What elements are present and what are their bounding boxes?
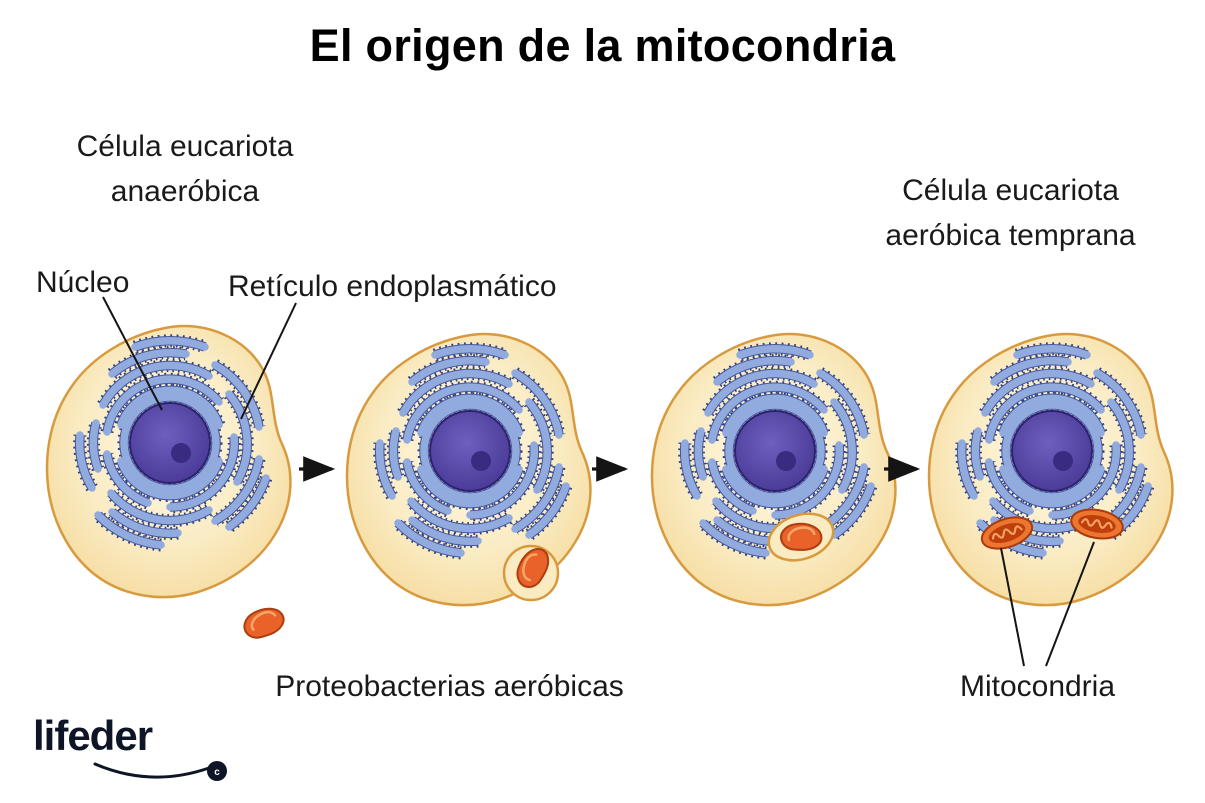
label-anaerobic-line1: Célula eucariota [76,130,294,163]
cell-stage-3 [652,334,895,605]
logo-badge-text: c [214,767,220,778]
label-anaerobic-line2: anaeróbica [110,175,260,208]
lifeder-logo: lifeder c [33,712,243,796]
cell-stage-2 [347,334,590,605]
callout-lines [102,296,1095,667]
diagram-title: El origen de la mitocondria [309,20,896,71]
label-proteobacteria: Proteobacterias aeróbicas [275,670,624,703]
label-anaerobic-cell: Célula eucariota anaeróbica [40,124,330,214]
label-nucleus: Núcleo [36,266,130,299]
logo-swoosh-icon: c [93,761,227,781]
label-aerobic-line2: aeróbica temprana [885,219,1136,252]
label-endoplasmic-reticulum: Retículo endoplasmático [228,270,557,303]
label-aerobic-cell: Célula eucariota aeróbica temprana [848,168,1173,258]
cell-stage-1 [47,326,290,648]
label-mitochondria: Mitocondria [959,670,1116,703]
proteobacterium-icon [238,598,290,648]
label-aerobic-line1: Célula eucariota [902,174,1119,207]
cell-stage-4 [929,334,1172,605]
logo-brand-text: lifeder [33,712,153,759]
